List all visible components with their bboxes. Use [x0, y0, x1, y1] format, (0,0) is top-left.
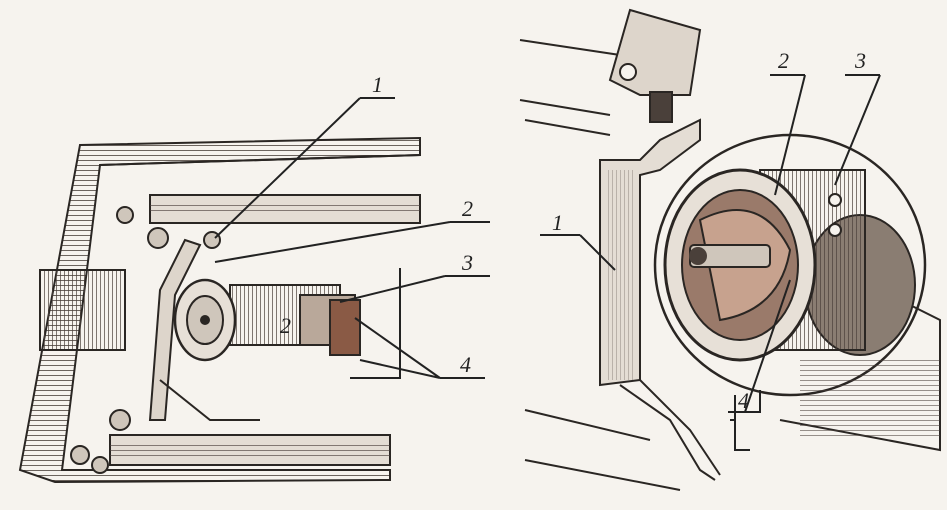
left-leader-4: [354, 317, 485, 379]
right-leader-1: [540, 234, 616, 271]
right-top-bracket: [608, 8, 702, 96]
right-label-3: 3: [854, 48, 866, 73]
left-label-3: 3: [461, 250, 473, 275]
left-side-block: [39, 269, 126, 351]
right-shuttle-hook: [663, 168, 916, 362]
right-figure: 1 2 3 4: [519, 8, 941, 491]
left-figure: 2 1 2 3 4: [18, 72, 490, 484]
left-leader-3: [339, 275, 490, 303]
right-leader-4: [728, 279, 791, 413]
left-leader-1: [214, 97, 395, 239]
right-leader-2: [770, 74, 806, 196]
left-base-plate: [18, 136, 421, 484]
right-leader-3: [834, 74, 881, 186]
left-label-1: 1: [372, 72, 383, 97]
left-screw-top: [147, 227, 169, 249]
left-leader-2: [214, 221, 490, 263]
left-lever-arm: [148, 238, 202, 421]
left-inline-number: 2: [280, 313, 291, 338]
left-label-4: 4: [460, 352, 471, 377]
left-screw-bottom: [109, 409, 131, 431]
left-shuttle-assembly: [173, 278, 361, 362]
right-label-1: 1: [552, 210, 563, 235]
right-label-4: 4: [738, 388, 749, 413]
right-label-2: 2: [778, 48, 789, 73]
left-label-2: 2: [462, 196, 473, 221]
